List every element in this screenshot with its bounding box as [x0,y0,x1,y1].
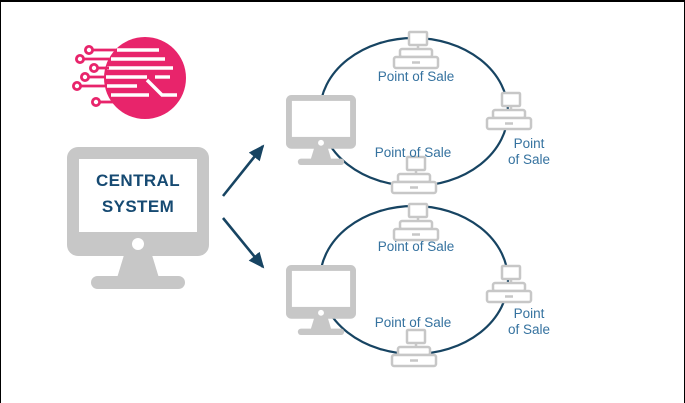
ring2-pos-label-top: Point of Sale [377,239,455,254]
ring-hub-monitor-icon [286,265,357,336]
ring1-pos-label-right-line1: Point [513,136,545,151]
arrow-to-ring-2 [221,217,265,269]
pos-register-icon-top [392,202,440,242]
ring1-pos-label-top: Point of Sale [377,69,455,84]
ring2-pos-label-right-line2: of Sale [507,322,551,337]
pos-register-icon-right [485,264,533,304]
ring2-pos-label-bottom: Point of Sale [374,315,452,330]
logo-circuit-traces [72,45,117,108]
central-system-label: CENTRAL SYSTEM [67,168,209,220]
ring1-pos-label-bottom: Point of Sale [374,145,452,160]
logo-stripes [106,48,177,97]
pos-register-icon-bottom [390,328,438,368]
arrow-to-ring-1 [221,144,265,197]
pos-register-icon-right [485,91,533,131]
ring2-pos-label-right: Point of Sale [489,306,569,338]
store-ring-2 [286,202,533,368]
central-system-label-line1: CENTRAL [95,171,180,190]
pos-register-icon-bottom [390,155,438,195]
store-ring-1 [286,30,533,195]
central-system-label-line2: SYSTEM [101,197,175,216]
arrows [221,144,265,269]
ring1-pos-label-right-line2: of Sale [507,152,551,167]
pos-register-icon-top [392,30,440,70]
circuit-ball-logo [72,37,186,119]
ring-hub-monitor-icon [286,95,357,166]
ring1-pos-label-right: Point of Sale [489,136,569,168]
ring2-pos-label-right-line1: Point [513,306,545,321]
